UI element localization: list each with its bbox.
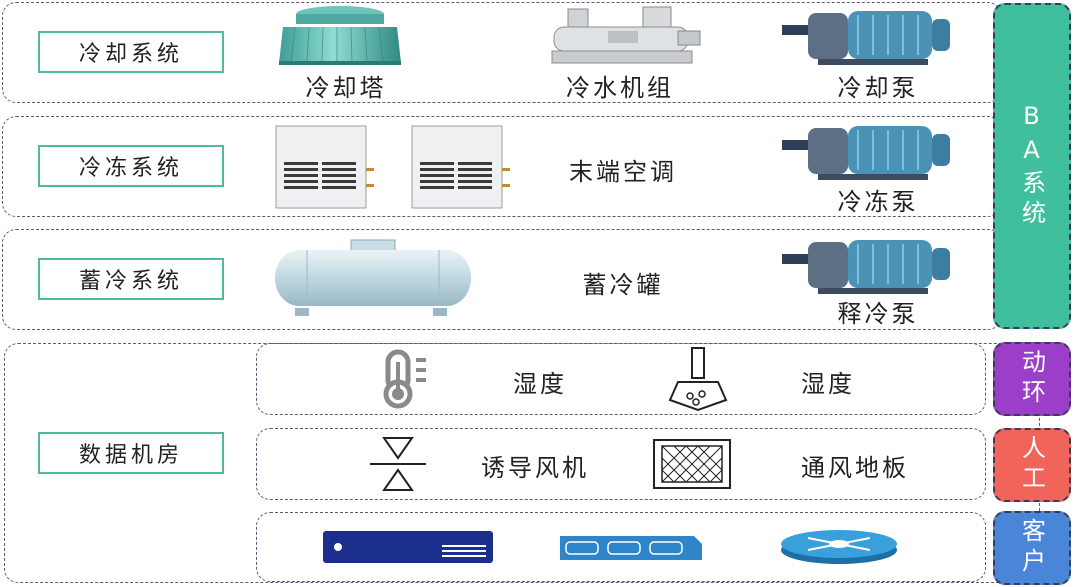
router-icon: [781, 530, 897, 564]
vent-floor-caption: 通风地板: [801, 454, 909, 482]
cooling-system-label: 冷却系统: [38, 31, 224, 73]
storage-system-label: 蓄冷系统: [38, 258, 224, 300]
terminal-ac-caption: 末端空调: [569, 158, 677, 186]
cooling-pump-caption: 冷却泵: [837, 74, 919, 102]
cooling-tower-icon: [279, 6, 401, 65]
release-pump-icon: [782, 240, 950, 294]
freezing-pump-caption: 冷冻泵: [837, 188, 919, 216]
thermometer-icon: [383, 349, 426, 409]
chiller-icon: [551, 6, 701, 64]
cooling-pump-icon: [782, 11, 950, 65]
client-panel: 客户: [993, 511, 1071, 585]
freezing-pump-icon: [782, 126, 950, 180]
switch-icon: [560, 536, 702, 560]
sensor-caption-2: 湿度: [801, 370, 855, 398]
induction-fan-caption: 诱导风机: [481, 454, 589, 482]
server-icon: [323, 531, 493, 563]
cooling-tower-caption: 冷却塔: [305, 74, 387, 102]
storage-tank-caption: 蓄冷罐: [582, 271, 664, 299]
manual-panel: 人工: [993, 428, 1071, 502]
chiller-caption: 冷水机组: [566, 74, 674, 102]
vent-floor-icon: [653, 439, 731, 489]
ac-unit-icon: [411, 125, 510, 209]
storage-tank-icon: [275, 239, 471, 316]
env-monitor-panel: 动环: [993, 342, 1071, 416]
airflow-row: [256, 428, 986, 500]
sensor-caption-1: 湿度: [513, 370, 567, 398]
env-sensor-row: [256, 343, 986, 415]
datacenter-label: 数据机房: [38, 432, 224, 474]
valve-fan-icon: [370, 437, 426, 491]
it-equipment-row: [256, 512, 986, 582]
freezing-system-label: 冷冻系统: [38, 145, 224, 187]
ac-unit-icon: [275, 125, 374, 209]
humidity-sensor-icon: [668, 347, 728, 412]
ba-system-panel: BA系统: [993, 3, 1071, 329]
release-pump-caption: 释冷泵: [837, 300, 919, 328]
